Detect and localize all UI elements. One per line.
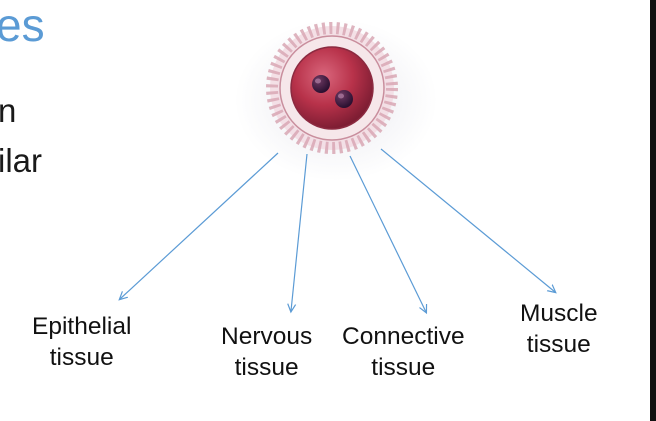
tissue-label-muscle: Muscle tissue bbox=[520, 298, 598, 360]
tissue-label-line: tissue bbox=[234, 354, 299, 381]
tissue-label-line: tissue bbox=[371, 354, 436, 381]
tissue-label-line: Muscle bbox=[520, 300, 598, 327]
arrow-to-muscle bbox=[380, 148, 555, 292]
body-text: n ilar bbox=[0, 86, 42, 186]
body-line-1: n bbox=[0, 92, 17, 129]
arrow-to-epithelial bbox=[120, 152, 279, 299]
tissue-label-line: Connective bbox=[342, 323, 465, 350]
slide-edge bbox=[650, 0, 656, 421]
tissue-label-epithelial: Epithelial tissue bbox=[32, 311, 131, 373]
tissue-label-connective: Connective tissue bbox=[342, 321, 465, 383]
zygote-cell-image bbox=[266, 22, 398, 154]
tissue-label-line: Nervous bbox=[221, 323, 313, 350]
pronucleus-left bbox=[312, 75, 330, 93]
pronucleus-right bbox=[335, 90, 353, 108]
slide-title: es bbox=[0, 0, 45, 51]
tissue-label-line: Epithelial bbox=[32, 313, 132, 340]
arrow-to-nervous bbox=[291, 153, 308, 311]
tissue-label-line: tissue bbox=[526, 331, 591, 358]
tissue-label-nervous: Nervous tissue bbox=[221, 321, 312, 383]
arrow-to-connective bbox=[349, 155, 426, 312]
tissue-label-line: tissue bbox=[49, 344, 114, 371]
body-line-2: ilar bbox=[0, 142, 43, 179]
